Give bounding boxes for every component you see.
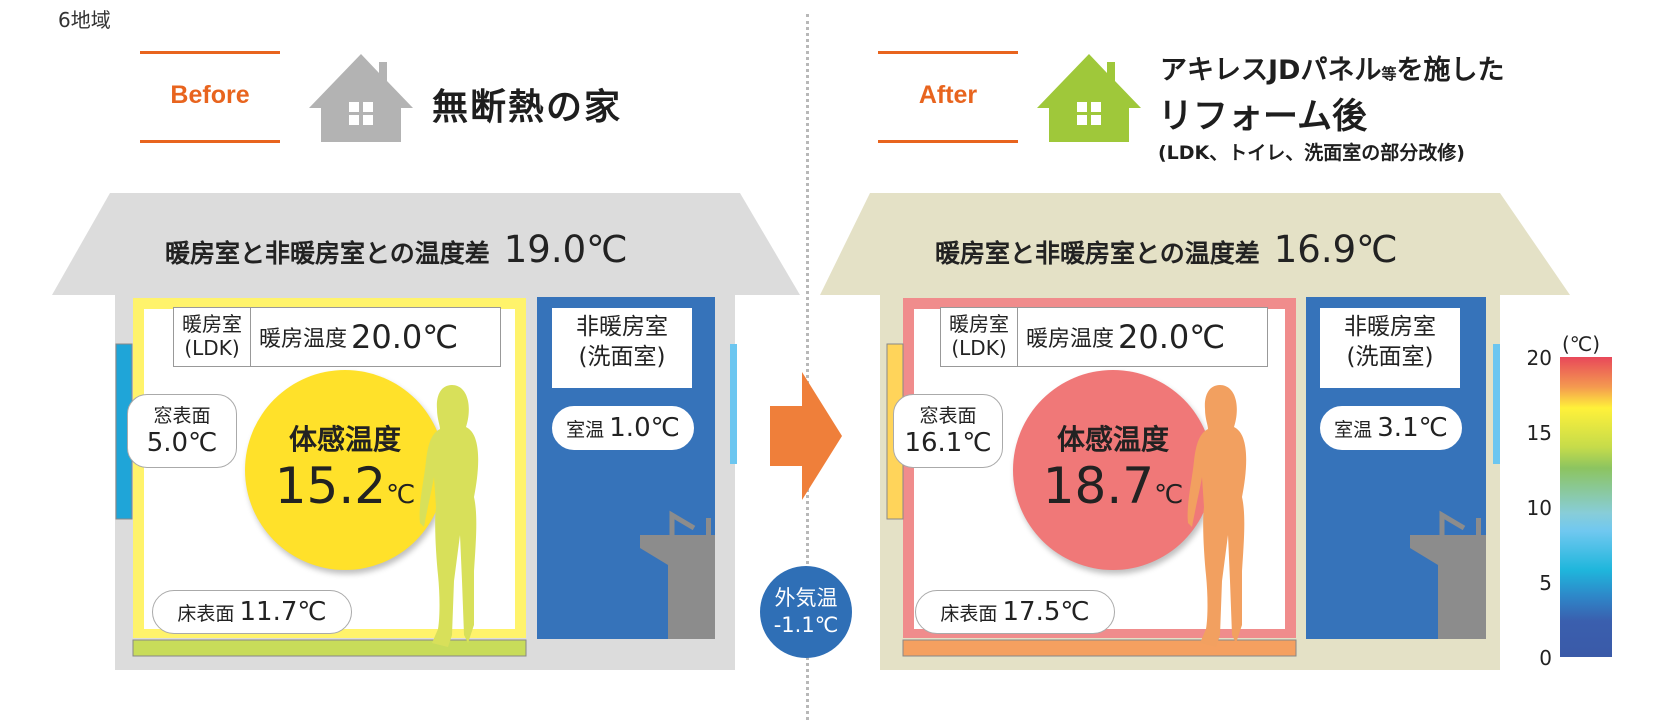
before-title: 無断熱の家 — [432, 87, 623, 128]
after-title-line1: アキレスJDパネル等を施した — [1160, 48, 1504, 87]
room-temp-value: 3.1℃ — [1377, 413, 1448, 443]
room-temp-pill: 室温 1.0℃ — [552, 406, 694, 450]
before-tag: Before — [140, 51, 280, 143]
window-surface-label: 窓表面 — [153, 405, 211, 427]
heating-temp-label: 暖房温度 — [259, 327, 348, 352]
colorbar-tick: 5 — [1539, 571, 1552, 595]
heated-room-name-line2: (LDK) — [184, 336, 240, 360]
outdoor-temp-value: -1.1℃ — [773, 613, 839, 637]
colorbar-tick: 10 — [1526, 496, 1552, 520]
house-icon — [309, 54, 413, 142]
floor-surface-value: 11.7℃ — [239, 597, 327, 627]
felt-unit: ℃ — [1154, 479, 1184, 510]
roof-diff-value: 16.9℃ — [1273, 228, 1398, 271]
person-silhouette-icon — [419, 385, 479, 647]
region-label: 6地域 — [58, 8, 111, 32]
floor-surface-pill: 床表面 17.5℃ — [915, 590, 1115, 634]
roof-label: 暖房室と非暖房室との温度差 — [165, 239, 490, 268]
felt-temperature-circle: 体感温度 15.2℃ — [245, 370, 445, 570]
window-surface-label: 窓表面 — [919, 405, 977, 427]
after-title-line2: リフォーム後 — [1158, 97, 1367, 137]
arrow-right-icon — [770, 372, 842, 500]
non-heated-room-box: 非暖房室 (洗面室) — [1320, 308, 1460, 388]
window-surface-value: 16.1℃ — [904, 428, 992, 458]
house-icon — [1037, 54, 1141, 142]
floor-surface-label: 床表面 — [940, 603, 998, 625]
colorbar-gradient — [1560, 357, 1612, 657]
felt-value: 15.2 — [274, 456, 387, 515]
floor-surface-label: 床表面 — [177, 603, 235, 625]
room-temp-pill: 室温 3.1℃ — [1320, 406, 1462, 450]
window-surface-pill: 窓表面 5.0℃ — [127, 394, 237, 468]
before-roof-diff: 暖房室と非暖房室との温度差 19.0℃ — [165, 228, 628, 271]
felt-value: 18.7 — [1042, 456, 1155, 515]
floor-surface-value: 17.5℃ — [1002, 597, 1090, 627]
non-heated-room-sub: (洗面室) — [578, 344, 666, 370]
felt-label: 体感温度 — [1056, 422, 1169, 456]
heated-room-name-line2: (LDK) — [951, 336, 1007, 360]
colorbar-tick: 15 — [1526, 421, 1552, 445]
room-temp-label: 室温 — [1334, 419, 1373, 441]
non-heated-room-name: 非暖房室 — [1344, 314, 1436, 340]
outdoor-temp-circle: 外気温 -1.1℃ — [760, 566, 852, 658]
after-title-small: 等 — [1381, 65, 1397, 83]
heating-temp-label: 暖房温度 — [1026, 327, 1115, 352]
heating-temp-value: 20.0℃ — [1118, 318, 1226, 356]
window-surface-pill: 窓表面 16.1℃ — [893, 394, 1003, 468]
after-title-line3: (LDK、トイレ、洗面室の部分改修) — [1158, 142, 1465, 164]
colorbar-tick: 0 — [1539, 646, 1552, 670]
felt-temperature-circle: 体感温度 18.7℃ — [1013, 370, 1213, 570]
roof-diff-value: 19.0℃ — [503, 228, 628, 271]
non-heated-room-name: 非暖房室 — [576, 314, 668, 340]
heating-temp-value: 20.0℃ — [351, 318, 459, 356]
room-temp-label: 室温 — [566, 419, 605, 441]
colorbar-tick: 20 — [1526, 346, 1552, 370]
person-silhouette-icon — [1187, 385, 1247, 647]
heated-room-name: 暖房室(LDK) — [174, 308, 251, 366]
roof-label: 暖房室と非暖房室との温度差 — [935, 239, 1260, 268]
room-temp-value: 1.0℃ — [609, 413, 680, 443]
outdoor-temp-label: 外気温 — [774, 586, 838, 610]
heated-room-name-line1: 暖房室 — [949, 312, 1009, 336]
before-tag-label: Before — [170, 81, 250, 109]
after-tag-label: After — [918, 81, 978, 109]
floor-surface-pill: 床表面 11.7℃ — [152, 590, 352, 634]
after-title-line1-end: を施した — [1396, 55, 1505, 86]
felt-label: 体感温度 — [288, 422, 401, 456]
after-title-line1-text: アキレスJDパネル — [1160, 55, 1382, 86]
window-surface-value: 5.0℃ — [146, 428, 218, 458]
divider-line — [806, 14, 809, 720]
after-roof-diff: 暖房室と非暖房室との温度差 16.9℃ — [935, 228, 1398, 271]
non-heated-room-sub: (洗面室) — [1346, 344, 1434, 370]
felt-unit: ℃ — [386, 479, 416, 510]
heated-room-name: 暖房室(LDK) — [941, 308, 1018, 366]
non-heated-room-box: 非暖房室 (洗面室) — [552, 308, 692, 388]
colorbar-unit: (℃) — [1562, 332, 1601, 356]
after-tag: After — [878, 51, 1018, 143]
heated-room-name-line1: 暖房室 — [182, 312, 242, 336]
